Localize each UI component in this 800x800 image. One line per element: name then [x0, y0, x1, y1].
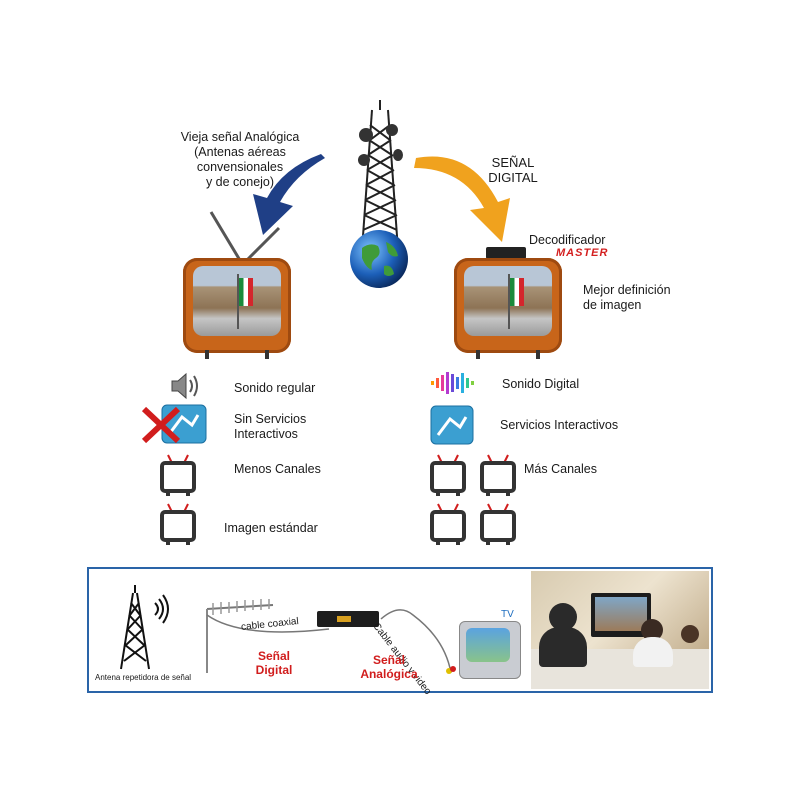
no-interactive-services-icon — [141, 404, 207, 444]
small-tv-icon — [480, 503, 516, 545]
digital-sound-label: Sonido Digital — [502, 377, 580, 391]
small-tv-icon — [430, 503, 466, 545]
digital-signal-title: SEÑAL DIGITAL — [488, 155, 538, 185]
more-channels-label: Más Canales — [524, 462, 597, 476]
digital-tv — [454, 258, 562, 353]
repeater-antenna-label: Antena repetidora de señal — [95, 673, 192, 682]
crt-tv — [459, 621, 521, 679]
decoder-device — [317, 611, 379, 627]
repeater-antenna-icon — [120, 585, 169, 670]
digital-signal-arrow — [414, 156, 510, 242]
no-interactive-services-label: Sin Servicios Interactivos — [234, 412, 307, 441]
fewer-channels-label: Menos Canales — [234, 462, 321, 476]
transmission-tower-icon — [358, 100, 403, 251]
interactive-services-icon — [430, 405, 474, 445]
analog-tv — [183, 258, 291, 353]
digital-signal-label: Señal Digital — [255, 649, 293, 677]
master-brand-logo: MASTER — [556, 247, 609, 259]
antenna-rabbit-ears-icon — [209, 211, 281, 264]
decoder-box — [486, 247, 526, 259]
tv-screen-image — [464, 266, 552, 336]
analog-signal-label: Señal Analógica — [360, 653, 418, 681]
av-cable-icon — [380, 609, 456, 674]
small-tv-icon — [430, 454, 466, 496]
family-watching-tv-photo — [531, 571, 709, 689]
setup-diagram-panel: Antena repetidora de señal cable coaxial… — [87, 567, 713, 697]
speaker-icon — [171, 372, 198, 400]
globe-icon — [350, 230, 408, 288]
regular-sound-label: Sonido regular — [234, 381, 316, 395]
standard-image-label: Imagen estándar — [224, 521, 318, 535]
yagi-antenna-icon — [206, 599, 330, 673]
decoder-label: Decodificador — [529, 233, 606, 247]
analog-signal-arrow — [253, 154, 325, 235]
digital-sound-waveform-icon — [431, 372, 474, 394]
small-tv-icon — [480, 454, 516, 496]
interactive-services-label: Servicios Interactivos — [500, 418, 619, 432]
tv-label: TV — [501, 609, 514, 620]
small-tv-icon — [160, 503, 196, 545]
better-definition-label: Mejor definición de imagen — [583, 283, 671, 312]
tv-screen-image — [193, 266, 281, 336]
small-tv-icon — [160, 454, 196, 496]
analog-signal-title: Vieja señal Analógica (Antenas aéreas co… — [180, 130, 300, 189]
